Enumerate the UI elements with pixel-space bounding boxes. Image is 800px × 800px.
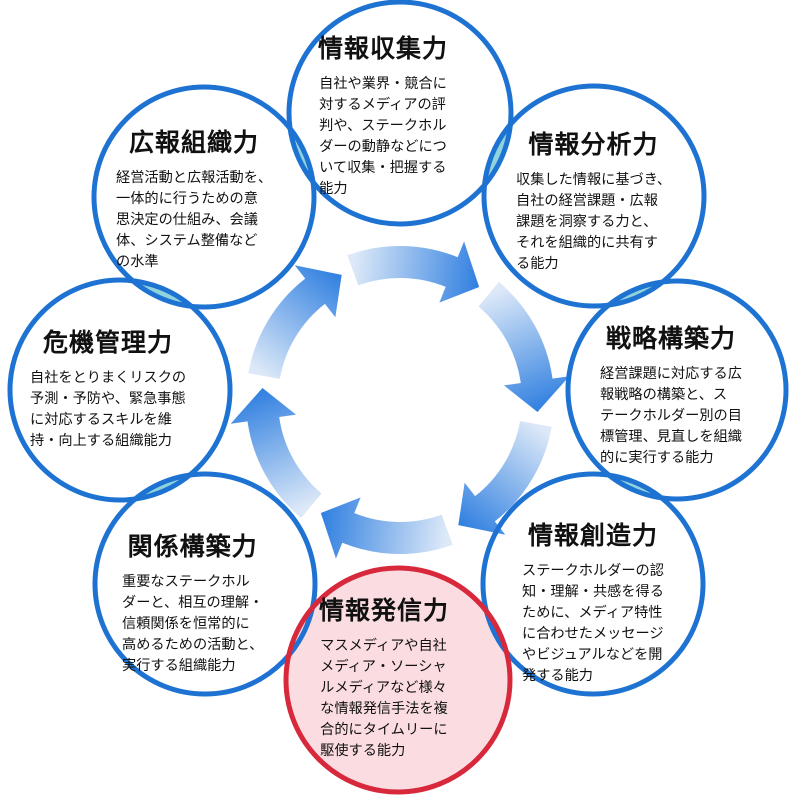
description-line: 一体的に行うための意 bbox=[116, 191, 258, 207]
node-description: 経営課題に対応する広 報戦略の構築と、ス テークホルダー別の目 標管理、見直しを… bbox=[600, 364, 742, 469]
node-description: 収集した情報に基づき、 自社の経営課題・広報 課題を洞察する力と、 それを組織的… bbox=[516, 170, 671, 275]
description-line: 自社をとりまくリスクの bbox=[30, 370, 187, 386]
transmit-circle bbox=[283, 565, 513, 795]
node-description: 自社をとりまくリスクの 予測・予防や、緊急事態 に対応するスキルを維 持・向上す… bbox=[30, 368, 186, 452]
description-line: 高めるための活動と、 bbox=[122, 637, 264, 653]
node-create: 情報創造力 ステークホルダーの認 知・理解・共感を得る ために、メディア特性 に… bbox=[522, 519, 664, 687]
node-title: 危機管理力 bbox=[43, 328, 174, 357]
description-line: 的に実行する能力 bbox=[600, 450, 714, 466]
node-relation: 関係構築力 重要なステークホル ダーと、相互の理解・ 信頼関係を恒常的に 高める… bbox=[122, 530, 263, 677]
description-line: 対するメディアの評 bbox=[319, 97, 446, 113]
node-strategy: 戦略構築力 経営課題に対応する広 報戦略の構築と、ス テークホルダー別の目 標管… bbox=[600, 322, 742, 469]
description-line: ダーと、相互の理解・ bbox=[122, 595, 264, 611]
node-crisis: 危機管理力 自社をとりまくリスクの 予測・予防や、緊急事態 に対応するスキルを維… bbox=[30, 326, 186, 452]
description-line: テークホルダー別の目 bbox=[600, 408, 742, 424]
description-line: 経営課題に対応する広 bbox=[600, 366, 742, 382]
description-line: 持・向上する組織能力 bbox=[30, 433, 172, 449]
description-line: 体、システム整備など bbox=[116, 233, 258, 249]
node-description: 自社や業界・競合に 対するメディアの評 判や、ステークホル ダーの動静などにつ … bbox=[319, 74, 447, 200]
description-line: 信頼関係を恒常的に bbox=[122, 616, 250, 632]
crisis-circle bbox=[7, 277, 233, 503]
node-title: 広報組織力 bbox=[129, 128, 260, 157]
node-title: 情報収集力 bbox=[318, 34, 449, 63]
description-line: 課題を洞察する力と、 bbox=[516, 214, 658, 230]
node-gather: 情報収集力 自社や業界・競合に 対するメディアの評 判や、ステークホル ダーの動… bbox=[318, 32, 448, 200]
node-title: 情報発信力 bbox=[319, 596, 450, 625]
cycle-arrow bbox=[248, 265, 342, 379]
description-line: 報戦略の構築と、ス bbox=[600, 387, 728, 403]
description-line: 自社や業界・競合に bbox=[319, 76, 447, 92]
description-line: 予測・予防や、緊急事態 bbox=[30, 391, 186, 407]
node-description: 経営活動と広報活動を、 一体的に行うための意 思決定の仕組み、会議 体、システム… bbox=[116, 168, 272, 273]
node-title: 関係構築力 bbox=[127, 532, 258, 561]
description-line: 判や、ステークホル bbox=[319, 118, 447, 134]
relation-circle bbox=[92, 471, 318, 697]
analyze-circle bbox=[481, 83, 707, 309]
node-description: 重要なステークホル ダーと、相互の理解・ 信頼関係を恒常的に 高めるための活動と… bbox=[122, 572, 263, 677]
description-line: 経営活動と広報活動を、 bbox=[116, 170, 273, 186]
node-transmit: 情報発信力 マスメディアや自社 メディア・ソーシャ ルメディアなど様々 な情報発… bbox=[319, 594, 449, 762]
description-line: る能力 bbox=[516, 256, 559, 272]
description-line: 合的にタイムリーに bbox=[320, 722, 448, 738]
description-line: 標管理、見直しを組織 bbox=[600, 429, 742, 445]
description-line: 駆使する能力 bbox=[320, 743, 406, 759]
description-line: 実行する組織能力 bbox=[122, 658, 236, 674]
description-line: それを組織的に共有す bbox=[516, 235, 658, 251]
node-org: 広報組織力 経営活動と広報活動を、 一体的に行うための意 思決定の仕組み、会議 … bbox=[116, 126, 272, 273]
description-line: 自社の経営課題・広報 bbox=[516, 193, 658, 209]
transmit-circle-fill bbox=[286, 568, 510, 792]
node-description: マスメディアや自社 メディア・ソーシャ ルメディアなど様々 な情報発信手法を複 … bbox=[320, 636, 448, 762]
description-line: いて収集・把握する bbox=[319, 160, 447, 176]
description-line: 能力 bbox=[319, 181, 348, 197]
cycle-arrow bbox=[347, 241, 480, 303]
description-line: やビジュアルなどを開 bbox=[522, 647, 663, 663]
gather-circle bbox=[286, 0, 514, 227]
description-line: に対応するスキルを維 bbox=[30, 412, 172, 428]
description-line: 発する能力 bbox=[522, 668, 593, 684]
create-circle bbox=[480, 471, 706, 697]
node-analyze: 情報分析力 収集した情報に基づき、 自社の経営課題・広報 課題を洞察する力と、 … bbox=[516, 128, 671, 275]
description-line: ダーの動静などにつ bbox=[319, 139, 447, 155]
description-line: ルメディアなど様々 bbox=[320, 680, 447, 696]
cycle-arrow bbox=[458, 421, 552, 535]
node-title: 戦略構築力 bbox=[605, 324, 736, 353]
description-line: 知・理解・共感を得る bbox=[522, 584, 664, 600]
node-description: ステークホルダーの認 知・理解・共感を得る ために、メディア特性 に合わせたメッ… bbox=[522, 561, 664, 687]
description-line: メディア・ソーシャ bbox=[320, 659, 447, 675]
description-line: 収集した情報に基づき、 bbox=[516, 172, 672, 188]
description-line: の水準 bbox=[116, 254, 159, 270]
description-line: に合わせたメッセージ bbox=[522, 626, 664, 642]
node-title: 情報分析力 bbox=[528, 130, 659, 159]
description-line: ために、メディア特性 bbox=[522, 605, 663, 621]
description-line: 重要なステークホル bbox=[122, 574, 250, 590]
org-circle bbox=[91, 84, 317, 310]
description-line: マスメディアや自社 bbox=[320, 638, 447, 654]
cycle-arrow bbox=[230, 387, 322, 518]
cycle-arrow bbox=[478, 282, 570, 413]
strategy-circle bbox=[565, 278, 789, 502]
cycle-arrow bbox=[320, 497, 453, 559]
description-line: 思決定の仕組み、会議 bbox=[116, 212, 258, 228]
node-title: 情報創造力 bbox=[527, 521, 658, 550]
description-line: な情報発信手法を複 bbox=[320, 701, 448, 717]
description-line: ステークホルダーの認 bbox=[522, 563, 664, 579]
